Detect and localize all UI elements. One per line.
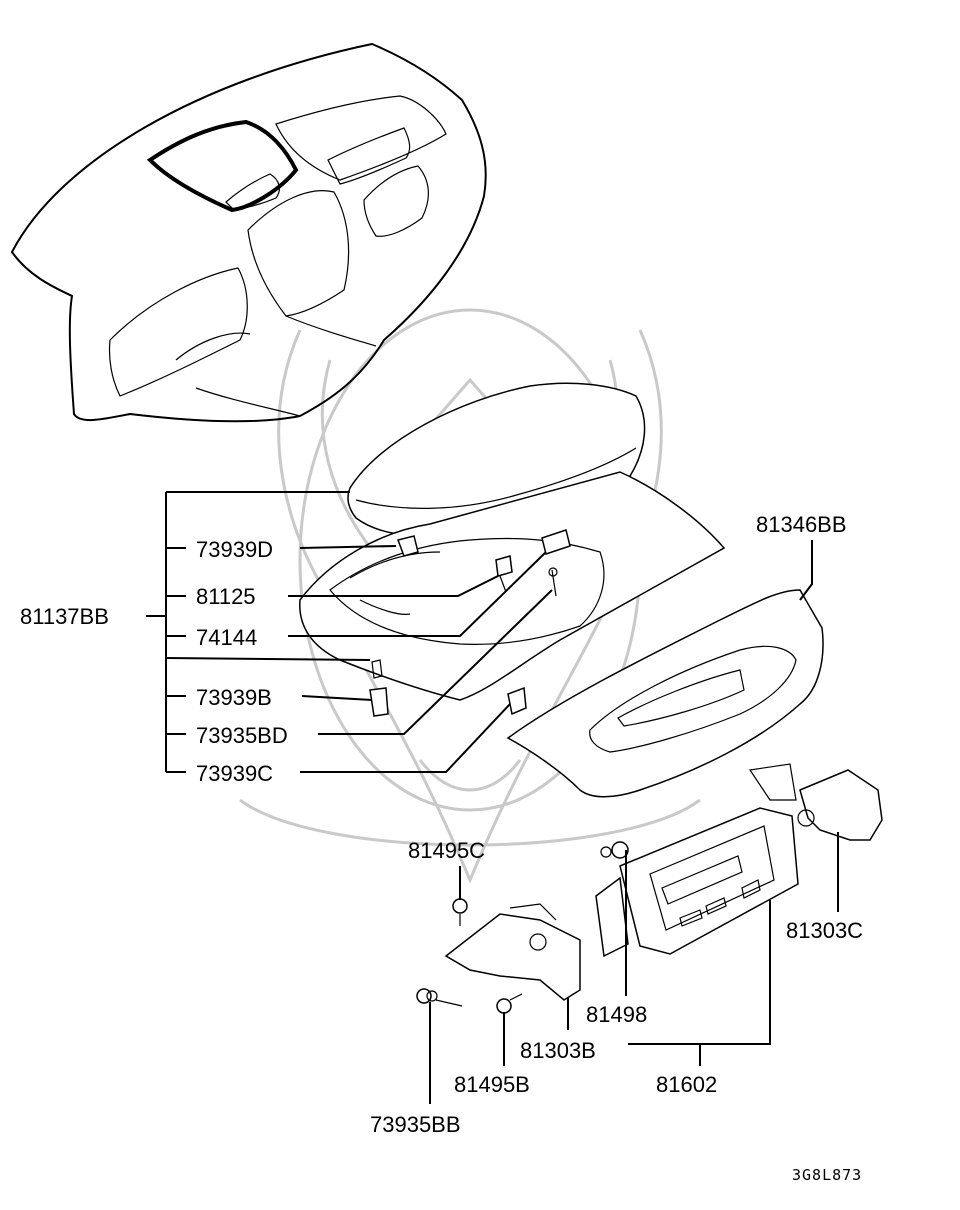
screw-73935BB-icon <box>416 988 438 1004</box>
label-81498: 81498 <box>586 1002 647 1027</box>
fastener-74144-icon <box>541 529 571 555</box>
fastener-81125-icon <box>495 555 513 593</box>
screw-81498-icon <box>600 841 629 859</box>
screw-81495C-icon <box>452 898 468 926</box>
label-81346BB: 81346BB <box>756 512 847 537</box>
clip-73939B-icon <box>369 659 389 717</box>
leader-lines <box>146 491 839 1104</box>
label-73939C: 73939C <box>196 761 273 786</box>
fastener-73939D-icon <box>397 535 419 557</box>
label-81303B: 81303B <box>520 1038 596 1063</box>
screw-81495B-icon <box>496 993 523 1014</box>
label-81125: 81125 <box>196 584 256 609</box>
label-73939B: 73939B <box>196 685 272 710</box>
clip-73939C-icon <box>507 686 527 716</box>
label-81137BB: 81137BB <box>20 604 109 629</box>
dashboard-overview <box>10 42 487 423</box>
label-73935BB: 73935BB <box>370 1112 461 1137</box>
label-81495C: 81495C <box>408 838 485 863</box>
drawing-code: 3G8L873 <box>792 1166 862 1184</box>
label-74144: 74144 <box>196 625 257 650</box>
label-81602: 81602 <box>656 1072 717 1097</box>
label-81495B: 81495B <box>454 1072 530 1097</box>
label-81303C: 81303C <box>786 918 863 943</box>
label-73939D: 73939D <box>196 537 273 562</box>
screw-73935BD-icon <box>548 567 558 597</box>
label-73935BD: 73935BD <box>196 723 288 748</box>
bracket-right <box>748 763 883 841</box>
instrument-bezel <box>506 589 824 798</box>
combination-meter <box>595 807 799 958</box>
bracket-left <box>444 903 581 1001</box>
